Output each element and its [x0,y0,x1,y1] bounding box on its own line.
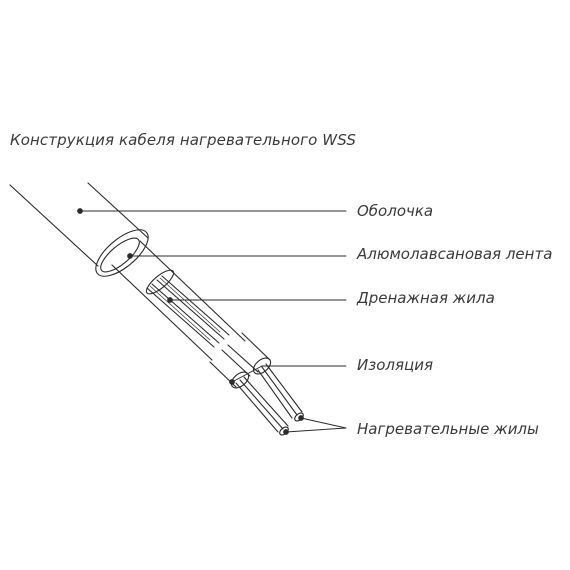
label-foil-tape: Алюмолавсановая лента [357,245,553,263]
callouts [77,208,347,435]
foil-tape-icon [111,240,246,361]
label-heating-conductors: Нагревательные жилы [357,420,539,438]
label-insulation: Изоляция [357,356,433,374]
sheath-icon [9,182,149,277]
heating-conductor-icon [235,363,304,436]
drain-wire-icon [146,275,230,348]
label-sheath: Оболочка [357,202,434,220]
label-drain-wire: Дренажная жила [357,289,495,307]
page-title: Конструкция кабеля нагревательного WSS [10,131,356,149]
